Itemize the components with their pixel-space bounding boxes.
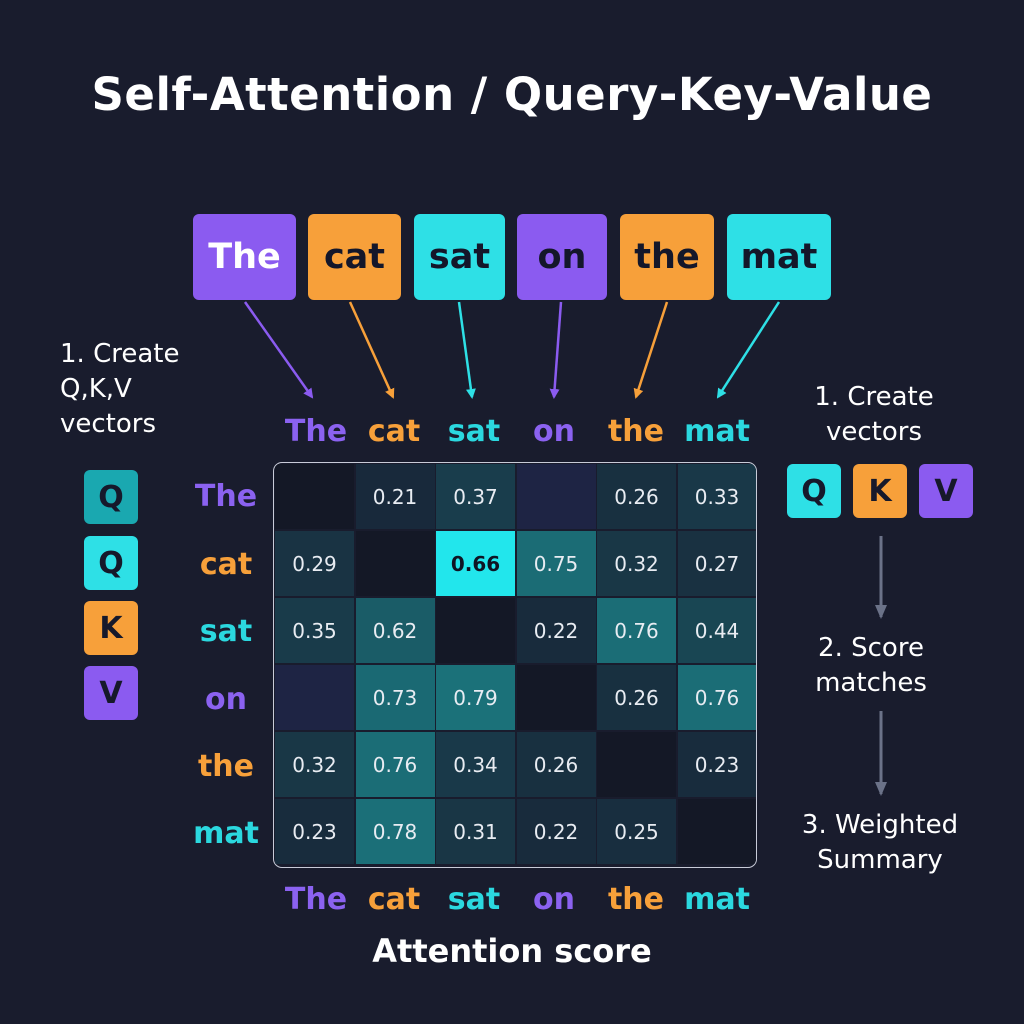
matrix-cell-the-mat-0-5: 0.33 xyxy=(677,464,756,529)
right-step-3: 3. Weighted Summary xyxy=(801,810,959,875)
matrix-cell-mat-mat-5-5 xyxy=(677,799,756,864)
arrow-mat xyxy=(716,301,781,399)
col-label-sat: sat xyxy=(447,414,501,449)
matrix-cell-the-cat-4-1: 0.76 xyxy=(355,732,435,797)
row-label-mat: mat xyxy=(193,816,259,851)
chip-v: V xyxy=(84,666,138,720)
arrow-cat xyxy=(348,301,395,399)
matrix-cell-on-the-3-4: 0.26 xyxy=(597,665,676,730)
matrix-cell-cat-sat-1-2: 0.66 xyxy=(436,531,515,596)
matrix-cell-mat-cat-5-1: 0.78 xyxy=(355,799,435,864)
matrix-cell-mat-the-5-0: 0.23 xyxy=(275,799,354,864)
matrix-cell-mat-on-5-3: 0.22 xyxy=(516,799,596,864)
matrix-cell-the-on-4-3: 0.26 xyxy=(516,732,596,797)
chip-k: K xyxy=(84,601,138,655)
token-sat: sat xyxy=(414,214,505,300)
matrix-cell-sat-cat-2-1: 0.62 xyxy=(355,598,435,663)
matrix-cell-on-the-3-0 xyxy=(275,665,354,730)
matrix-cell-cat-cat-1-1 xyxy=(355,531,435,596)
bottom-col-label-cat: cat xyxy=(367,882,421,917)
matrix-caption: Attention score xyxy=(372,932,652,970)
row-label-the: The xyxy=(194,479,258,514)
chip-q-2: Q xyxy=(84,536,138,590)
bottom-col-label-mat: mat xyxy=(684,882,750,917)
matrix-cell-cat-mat-1-5: 0.27 xyxy=(677,531,756,596)
matrix-cell-on-cat-3-1: 0.73 xyxy=(355,665,435,730)
matrix-cell-the-the-0-0 xyxy=(275,464,354,529)
matrix-cell-mat-sat-5-2: 0.31 xyxy=(436,799,515,864)
row-label-on: on xyxy=(205,682,247,717)
right-step-1: 1. Create vectors xyxy=(814,382,934,447)
col-label-the: The xyxy=(284,414,348,449)
page-title: Self-Attention / Query-Key-Value xyxy=(91,68,933,121)
arrow-sat xyxy=(457,301,476,399)
bottom-col-label-sat: sat xyxy=(447,882,501,917)
row-label-cat: cat xyxy=(199,547,253,582)
matrix-cell-cat-on-1-3: 0.75 xyxy=(516,531,596,596)
row-label-sat: sat xyxy=(199,614,253,649)
chip-q-1: Q xyxy=(84,470,138,524)
bottom-col-label-the: The xyxy=(284,882,348,917)
matrix-cell-on-sat-3-2: 0.79 xyxy=(436,665,515,730)
matrix-cell-sat-mat-2-5: 0.44 xyxy=(677,598,756,663)
right-chip-k: K xyxy=(853,464,907,518)
right-chip-v: V xyxy=(919,464,973,518)
token-the-2: the xyxy=(620,214,714,300)
right-step-2: 2. Score matches xyxy=(815,633,927,698)
matrix-cell-the-the-0-4: 0.26 xyxy=(597,464,676,529)
matrix-cell-on-on-3-3 xyxy=(516,665,596,730)
token-the: The xyxy=(193,214,296,300)
right-chip-q: Q xyxy=(787,464,841,518)
matrix-cell-sat-the-2-4: 0.76 xyxy=(597,598,676,663)
matrix-cell-sat-the-2-0: 0.35 xyxy=(275,598,354,663)
col-label-mat: mat xyxy=(684,414,750,449)
matrix-cell-cat-the-1-0: 0.29 xyxy=(275,531,354,596)
matrix-cell-cat-the-1-4: 0.32 xyxy=(597,531,676,596)
col-label-cat: cat xyxy=(367,414,421,449)
matrix-cell-sat-sat-2-2 xyxy=(436,598,515,663)
matrix-cell-sat-on-2-3: 0.22 xyxy=(516,598,596,663)
col-label-the-2: the xyxy=(607,414,665,449)
arrow-the xyxy=(243,301,314,399)
matrix-cell-the-cat-0-1: 0.21 xyxy=(355,464,435,529)
matrix-cell-the-the-4-0: 0.32 xyxy=(275,732,354,797)
token-on: on xyxy=(517,214,607,300)
arrow-on xyxy=(549,301,563,399)
token-mat: mat xyxy=(727,214,831,300)
row-label-the-2: the xyxy=(197,749,255,784)
token-cat: cat xyxy=(308,214,401,300)
col-label-on: on xyxy=(533,414,575,449)
matrix-cell-the-sat-0-2: 0.37 xyxy=(436,464,515,529)
bottom-col-label-the-2: the xyxy=(607,882,665,917)
arrow-the-2 xyxy=(633,301,669,399)
matrix-cell-the-on-0-3 xyxy=(516,464,596,529)
matrix-cell-mat-the-5-4: 0.25 xyxy=(597,799,676,864)
matrix-cell-the-sat-4-2: 0.34 xyxy=(436,732,515,797)
left-step-label: 1. Create Q,K,V vectors xyxy=(60,339,180,439)
matrix-cell-on-mat-3-5: 0.76 xyxy=(677,665,756,730)
matrix-cell-the-mat-4-5: 0.23 xyxy=(677,732,756,797)
matrix-cell-the-the-4-4 xyxy=(597,732,676,797)
bottom-col-label-on: on xyxy=(533,882,575,917)
